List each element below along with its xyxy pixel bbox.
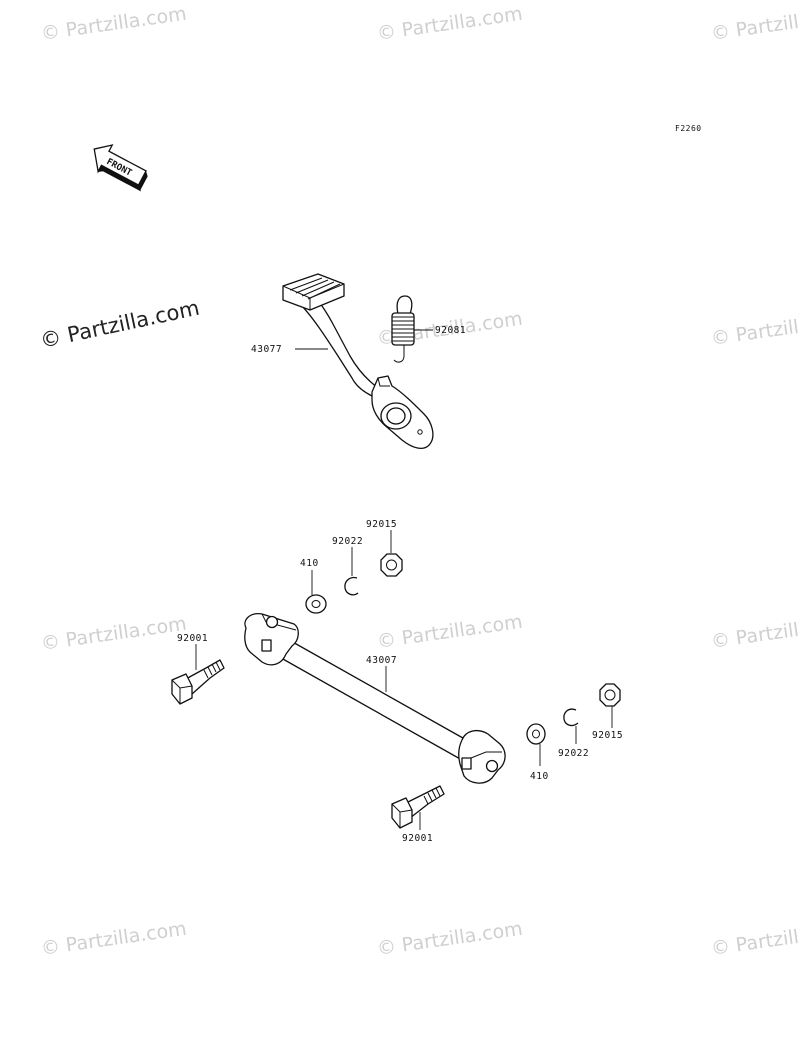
watermarks: © Partzilla.com © Partzilla.com © Partzi… (38, 3, 800, 960)
watermark-11: © Partzilla.com (710, 918, 800, 960)
label-92015-bottom[interactable]: 92015 (592, 730, 623, 741)
watermark-7: © Partzilla.com (376, 611, 524, 653)
washer-bottom[interactable] (526, 723, 546, 745)
watermark-main: © Partzilla.com (38, 296, 202, 353)
washer-top[interactable] (305, 594, 327, 614)
brake-pedal[interactable] (282, 273, 434, 450)
label-92022-top[interactable]: 92022 (332, 536, 363, 547)
return-spring[interactable] (391, 295, 415, 363)
watermark-5: © Partzilla.com (710, 308, 800, 350)
label-92081[interactable]: 92081 (435, 325, 466, 336)
watermark-3: © Partzilla.com (710, 3, 800, 45)
figure-code: F2260 (675, 124, 702, 133)
watermark-6: © Partzilla.com (40, 613, 188, 655)
bolt-bottom[interactable] (391, 785, 445, 829)
lock-washer-bottom[interactable] (563, 708, 579, 727)
label-92015-top[interactable]: 92015 (366, 519, 397, 530)
nut-top[interactable] (380, 553, 403, 577)
label-92001-left[interactable]: 92001 (177, 633, 208, 644)
label-410-bottom[interactable]: 410 (530, 771, 549, 782)
watermark-9: © Partzilla.com (40, 918, 188, 960)
watermark-10: © Partzilla.com (376, 918, 524, 960)
label-410-top[interactable]: 410 (300, 558, 319, 569)
brake-rod[interactable] (244, 613, 506, 784)
front-arrow-icon: FRONT (93, 144, 148, 192)
lock-washer-top[interactable] (344, 576, 359, 596)
nut-bottom[interactable] (599, 683, 621, 707)
watermark-8: © Partzilla.com (710, 611, 800, 653)
label-43077[interactable]: 43077 (251, 344, 282, 355)
watermark-1: © Partzilla.com (40, 3, 188, 45)
label-92022-bottom[interactable]: 92022 (558, 748, 589, 759)
bolt-left[interactable] (171, 659, 225, 705)
label-43007[interactable]: 43007 (366, 655, 397, 666)
watermark-2: © Partzilla.com (376, 3, 524, 45)
label-92001-bottom[interactable]: 92001 (402, 833, 433, 844)
